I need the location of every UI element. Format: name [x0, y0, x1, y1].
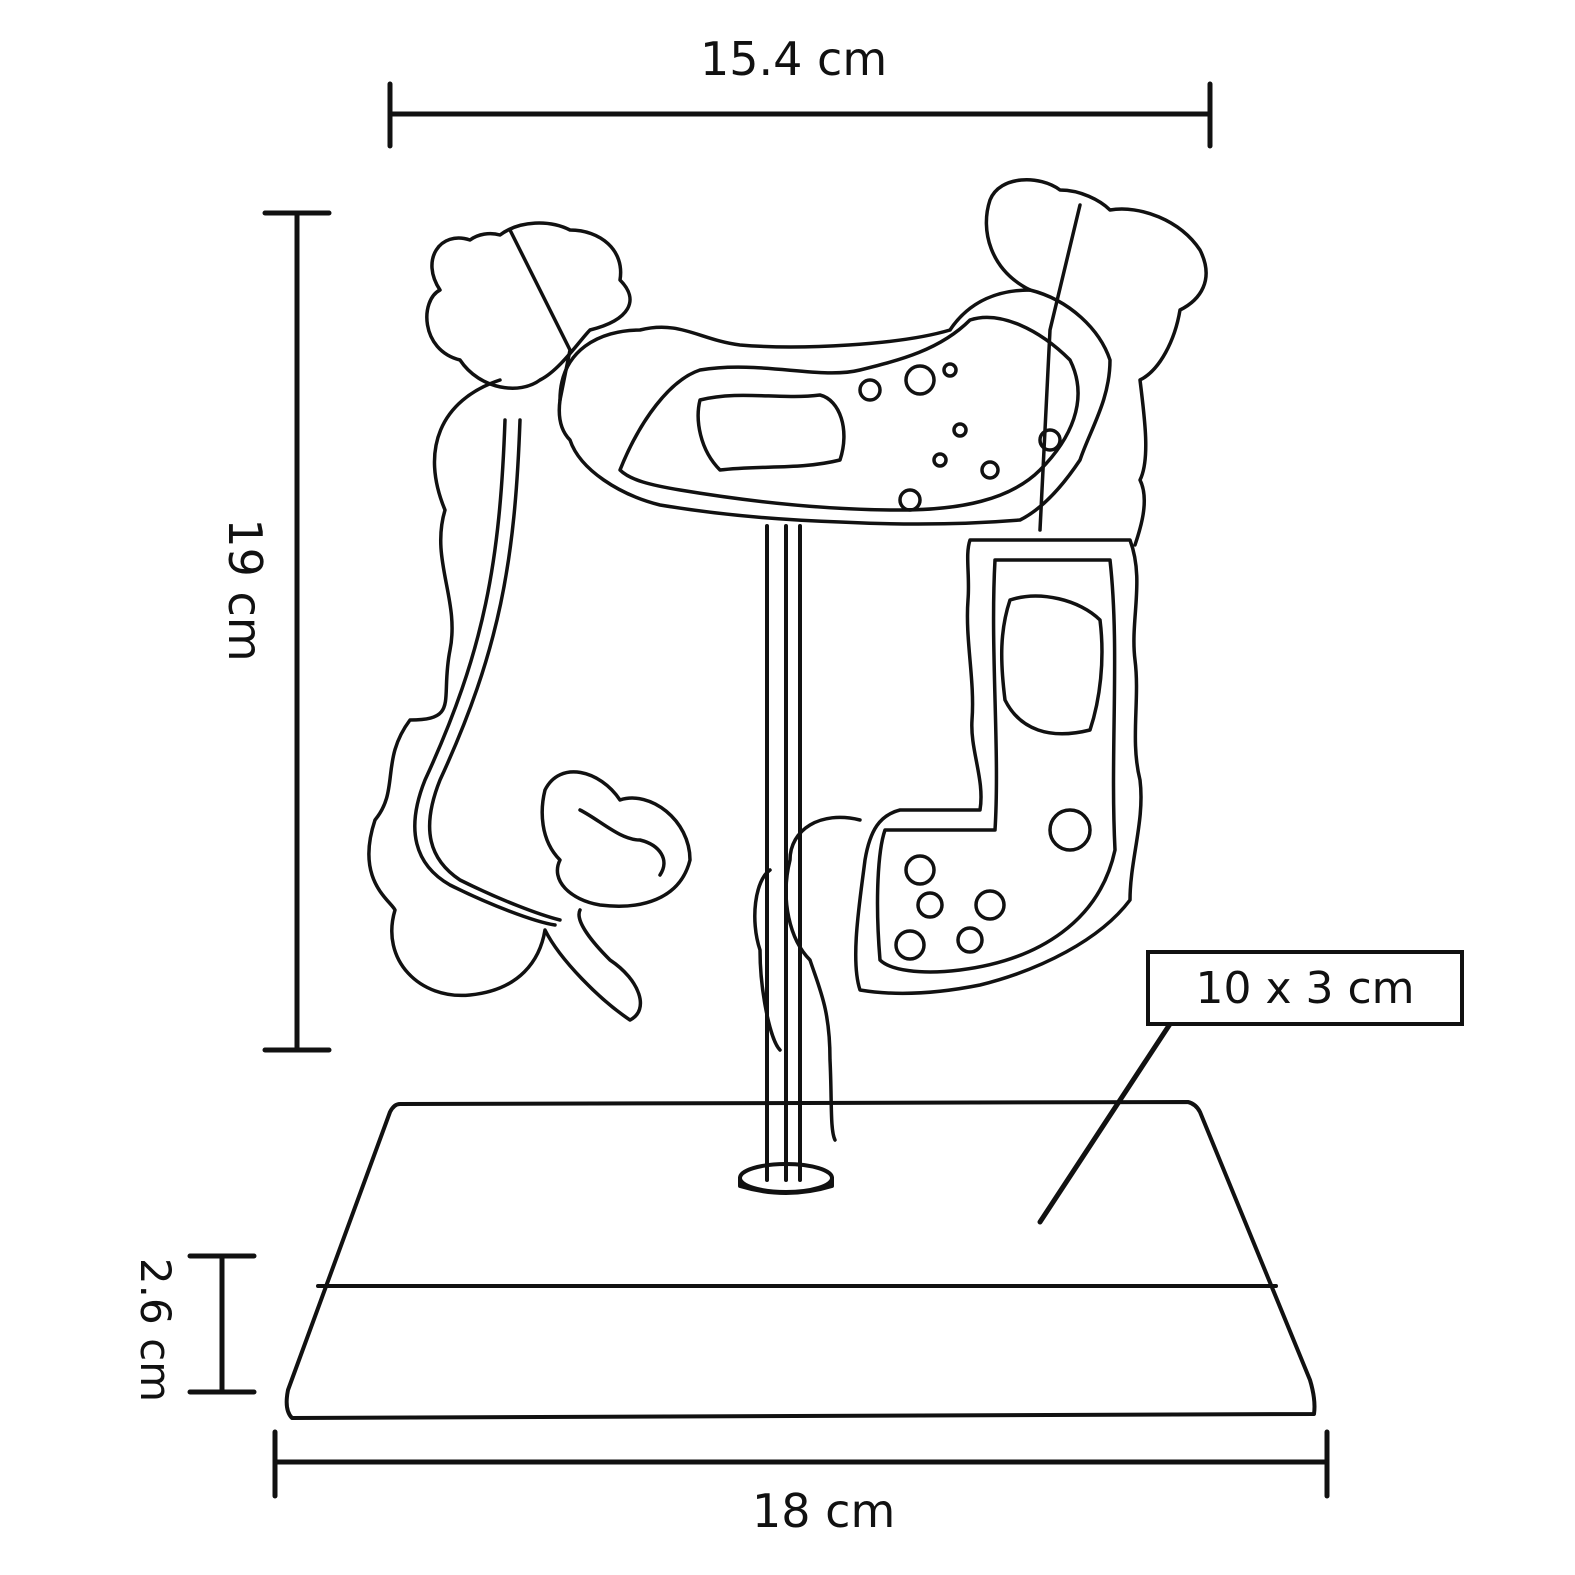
top-width-dimension-line [387, 81, 1213, 149]
base-size-label: 10 x 3 cm [1195, 962, 1415, 1014]
transverse-colon [557, 288, 1112, 526]
height-dimension-line [262, 210, 332, 1053]
rectum [784, 815, 862, 1142]
descending-colon [853, 538, 1143, 996]
stand-rod [738, 524, 834, 1195]
colon-model [367, 178, 1208, 1142]
base-width-dimension-line [272, 1429, 1330, 1499]
model-width-label: 15.4 cm [700, 32, 888, 86]
display-base [284, 1100, 1317, 1420]
model-height-label: 19 cm [218, 518, 272, 662]
base-width-label: 18 cm [752, 1484, 896, 1538]
base-label-leader-line [1037, 1021, 1173, 1225]
base-size-callout: 10 x 3 cm [1146, 950, 1464, 1026]
ascending-colon [367, 378, 642, 1022]
base-height-label: 2.6 cm [131, 1257, 180, 1403]
base-height-dimension-line [187, 1253, 257, 1395]
